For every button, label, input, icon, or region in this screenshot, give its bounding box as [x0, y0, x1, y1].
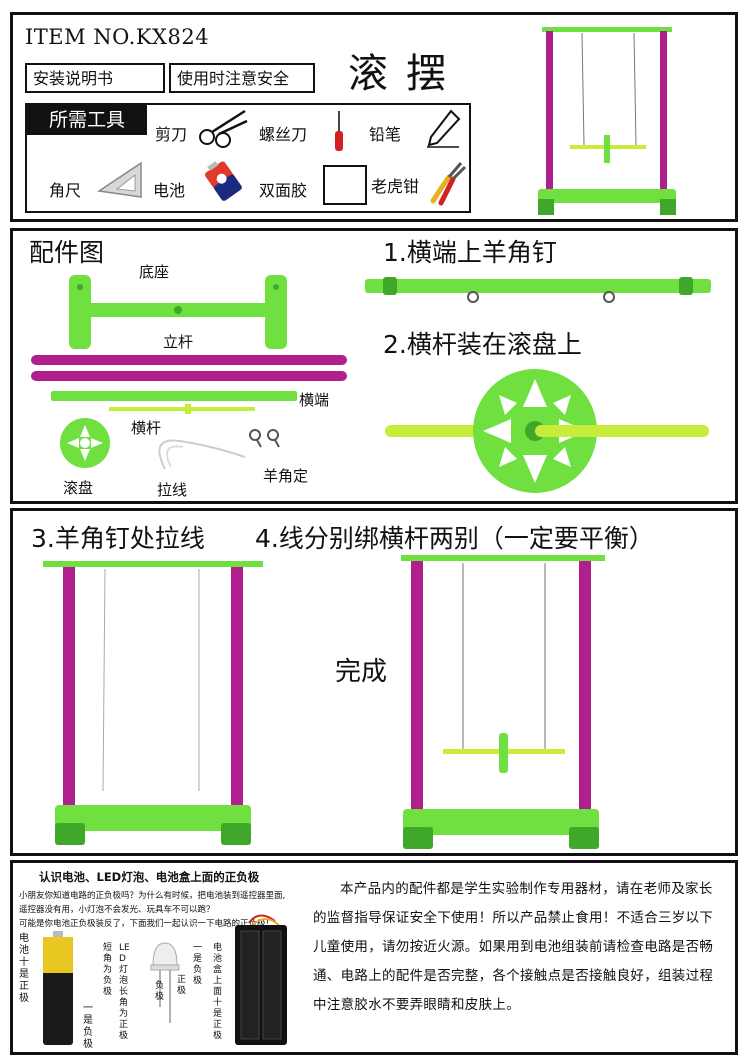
- tape-icon: [323, 165, 367, 205]
- string-part: [158, 439, 246, 470]
- part-label-string: 拉线: [157, 481, 188, 499]
- step-4-title: 4.线分别绑横杆两别（一定要平衡）: [255, 524, 654, 553]
- axle-part: [109, 404, 255, 414]
- assembly-panel: 3.羊角钉处拉线 4.线分别绑横杆两别（一定要平衡） 完成: [10, 508, 738, 856]
- tool-label: 电池: [153, 181, 186, 200]
- box-neg-label: 一是负极: [193, 943, 203, 986]
- item-number: ITEM NO.KX824: [25, 25, 210, 49]
- scissors-icon: [199, 109, 248, 148]
- part-label-pole: 立杆: [163, 333, 194, 351]
- part-label-base: 底座: [139, 263, 170, 281]
- step-2-title: 2.横杆装在滚盘上: [383, 330, 582, 359]
- step-1-title: 1.横端上羊角钉: [383, 238, 557, 267]
- parts-heading: 配件图: [29, 238, 105, 267]
- aa-battery-icon: [43, 931, 73, 1045]
- assembled-swing-illustration: [538, 27, 676, 215]
- step-1-crossbar-with-hooks: [365, 277, 711, 303]
- step-3-frame-with-strings: [43, 561, 263, 845]
- led-short-label: 短角为负极: [103, 943, 113, 997]
- tool-label: 角尺: [49, 181, 82, 200]
- manual-label: 安装说明书: [25, 63, 165, 93]
- tools-heading: 所需工具: [27, 105, 147, 135]
- battery-box-icon: [235, 914, 287, 1045]
- part-label-hooks: 羊角定: [263, 467, 309, 485]
- led-pos-label: 正极: [177, 975, 187, 996]
- tool-label: 剪刀: [155, 125, 188, 144]
- safety-notice: 本产品内的配件都是学生实验制作专用器材，请在老师及家长的监督指导保证安全下使用！…: [313, 881, 714, 1013]
- safety-label: 使用时注意安全: [169, 63, 315, 93]
- battery-info-title: 认识电池、LED灯泡、电池盒上面的正负极: [39, 870, 260, 884]
- base-part: [69, 275, 287, 349]
- box-pos-label: 电池盒上面 十是正极: [213, 943, 223, 1041]
- tools-box: 所需工具 剪刀 螺丝刀 铅笔 角尺 电池: [25, 103, 471, 213]
- header-panel: ITEM NO.KX824 安装说明书 使用时注意安全 滚摆 所需工具 剪刀 螺…: [10, 12, 738, 222]
- done-label: 完成: [335, 657, 388, 687]
- battery-pos-label: 电池十是正极: [19, 933, 29, 1004]
- triangle-ruler-icon: [96, 161, 142, 198]
- part-label-axle: 横杆: [131, 419, 162, 437]
- step-3-title: 3.羊角钉处拉线: [31, 524, 205, 553]
- intro-line: 可能是你电池正负极装反了，下面我们一起认识一下电路的正负极！: [19, 919, 275, 929]
- crossbar-part: [51, 391, 297, 401]
- screwdriver-icon: [335, 111, 343, 151]
- tool-label: 铅笔: [369, 125, 402, 144]
- tool-label: 螺丝刀: [259, 125, 308, 144]
- intro-line: 小朋友你知道电路的正负极吗？为什么有时候，把电池装到遥控器里面,: [19, 891, 286, 901]
- led-neg-label: 负极: [155, 981, 165, 1002]
- battery-info-intro: 小朋友你知道电路的正负极吗？为什么有时候，把电池装到遥控器里面, 遥控器没有用，…: [19, 889, 301, 931]
- step-2-axle-on-disc: [385, 369, 709, 493]
- part-label-disc: 滚盘: [63, 479, 94, 497]
- step-4-completed-swing: [401, 555, 605, 849]
- pliers-icon: [430, 162, 467, 206]
- disc-part: [60, 418, 110, 468]
- info-panel: 认识电池、LED灯泡、电池盒上面的正负极 小朋友你知道电路的正负极吗？为什么有时…: [10, 860, 738, 1055]
- tool-label: 老虎钳: [371, 177, 420, 196]
- intro-line: 遥控器没有用，小灯泡不会发光、玩具车不可以跑？: [19, 905, 215, 915]
- pole-parts: [31, 355, 347, 381]
- parts-panel: 配件图 底座 立杆 横端 横杆 滚盘 拉线: [10, 228, 738, 504]
- led-long-label: LED灯泡 长角为正极: [119, 943, 130, 1041]
- product-title: 滚摆: [348, 51, 464, 97]
- part-label-crossbar: 横端: [299, 391, 330, 409]
- hooks-part: [249, 429, 280, 448]
- battery-icon: [204, 161, 242, 201]
- tool-label: 双面胶: [259, 181, 308, 200]
- pencil-icon: [427, 109, 461, 148]
- battery-neg-label: 一是负极: [83, 1003, 93, 1050]
- led-bulb-icon: [150, 942, 180, 1023]
